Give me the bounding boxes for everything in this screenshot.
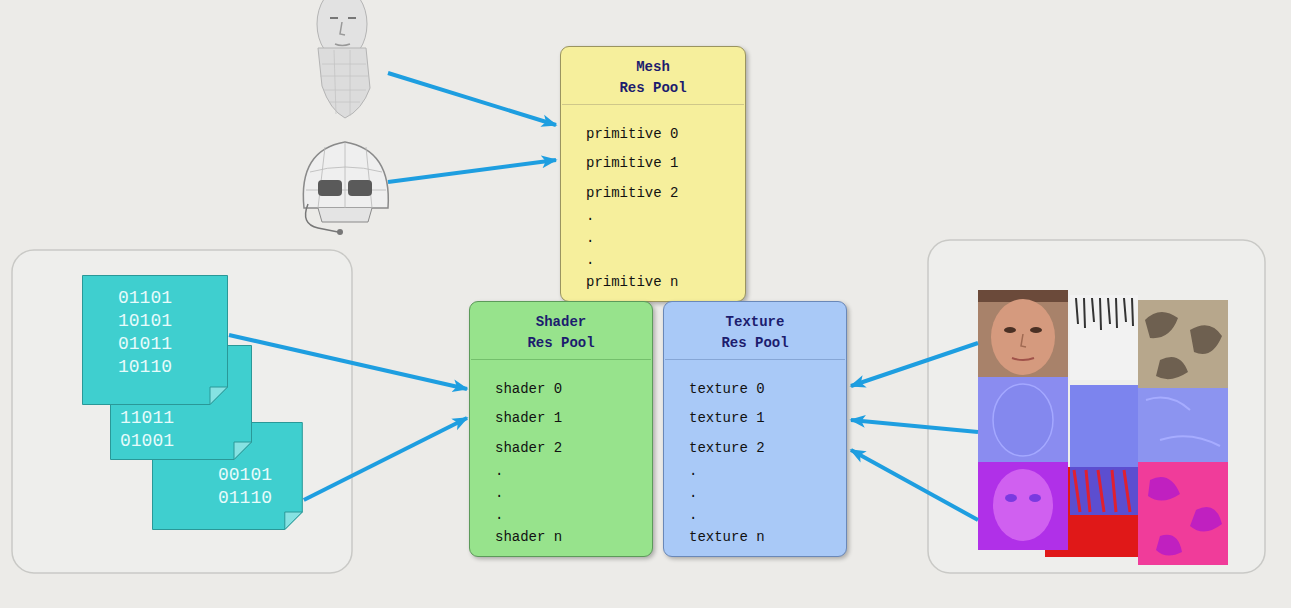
texture-images: [978, 462, 1068, 550]
page-fold: [285, 512, 303, 530]
texture-panel: [928, 240, 1265, 573]
texture-images: [1138, 388, 1228, 462]
texture-images: [1070, 467, 1138, 515]
head-model: [317, 0, 370, 118]
pool-entry: .: [586, 229, 594, 247]
pool-entry: shader 1: [495, 409, 562, 427]
head-model: [335, 22, 350, 46]
pool-entry: .: [495, 506, 503, 524]
texture-images: [1138, 300, 1228, 388]
pool-entry: .: [586, 207, 594, 225]
texture-images: [1070, 385, 1138, 467]
reference-arrows: [388, 73, 556, 125]
helmet-model: [337, 229, 343, 235]
head-model: [320, 50, 368, 116]
pool-entry: shader 2: [495, 439, 562, 457]
pool-entry: primitive 1: [586, 154, 678, 172]
pool-entry: texture 1: [689, 409, 765, 427]
texture-images: [1004, 327, 1016, 333]
pool-entry: .: [586, 251, 594, 269]
texture-images: [993, 469, 1053, 541]
texture-images: [1012, 358, 1034, 360]
binary-code: 11011 01001: [120, 407, 185, 453]
texture-images: [991, 299, 1055, 375]
pool-entry: shader 0: [495, 380, 562, 398]
head-model: [318, 48, 370, 118]
file-panel: [12, 250, 352, 573]
texture-images: [1030, 327, 1042, 333]
helmet-model: [318, 180, 342, 196]
texture-images: [978, 290, 1068, 377]
pool-heading: Texture Res Pool: [664, 312, 846, 354]
texture-images: [1070, 295, 1138, 380]
pool-heading: Mesh Res Pool: [561, 57, 745, 99]
texture-images: [1005, 494, 1017, 502]
pool-heading: Shader Res Pool: [470, 312, 652, 354]
helmet-model: [306, 142, 386, 208]
reference-arrows: [851, 343, 978, 386]
flow-arrow: [229, 335, 467, 389]
pool-entry: texture 0: [689, 380, 765, 398]
pool-entry: .: [689, 462, 697, 480]
header-divider: [471, 359, 651, 360]
pool-entry: shader n: [495, 528, 562, 546]
head-model: [330, 17, 356, 19]
texture-images: [1029, 494, 1041, 502]
header-divider: [665, 359, 845, 360]
texture-images: [1138, 462, 1228, 565]
texture-panel: [928, 240, 1265, 573]
helmet-model: [306, 204, 338, 232]
pool-entry: .: [495, 484, 503, 502]
file-sheet: [83, 276, 228, 405]
helmet-model: [303, 142, 388, 208]
mesh-res-pool: Mesh Res Pool primitive 0 primitive 1 primi…: [560, 46, 746, 302]
texture-images: [978, 290, 1228, 565]
flow-arrow: [304, 418, 467, 500]
helmet-model: [348, 180, 372, 196]
pool-entry: .: [495, 462, 503, 480]
file-sheet: [111, 346, 252, 460]
pool-entry: primitive 2: [586, 184, 678, 202]
pool-entry: .: [689, 484, 697, 502]
texture-images: [1146, 398, 1220, 446]
pool-entry: texture n: [689, 528, 765, 546]
pool-entry: primitive n: [586, 273, 678, 291]
reference-arrows: [851, 450, 978, 520]
reference-arrows: [388, 160, 556, 182]
texture-images: [1148, 477, 1222, 555]
texture-images: [1074, 470, 1130, 512]
texture-images: [1076, 298, 1133, 330]
texture-res-pool: Texture Res Pool texture 0 texture 1 textur…: [663, 301, 847, 557]
pool-entry: primitive 0: [586, 125, 678, 143]
texture-images: [993, 384, 1053, 456]
texture-images: [978, 377, 1068, 462]
header-divider: [562, 104, 744, 105]
helmet-model: [303, 142, 388, 235]
binary-code: 00101 01110: [218, 464, 283, 510]
binary-file: 01101 10101 01011 10110: [82, 275, 228, 405]
shader-res-pool: Shader Res Pool shader 0 shader 1 shader 2.…: [469, 301, 653, 557]
file-panel: [12, 250, 352, 573]
texture-images: [1145, 312, 1222, 379]
reference-arrows: [851, 420, 978, 432]
file-sheet: [153, 423, 303, 530]
pool-entry: .: [689, 506, 697, 524]
binary-code: 01101 10101 01011 10110: [118, 287, 183, 379]
texture-images: [1021, 334, 1026, 347]
helmet-model: [318, 208, 372, 222]
pool-entry: texture 2: [689, 439, 765, 457]
